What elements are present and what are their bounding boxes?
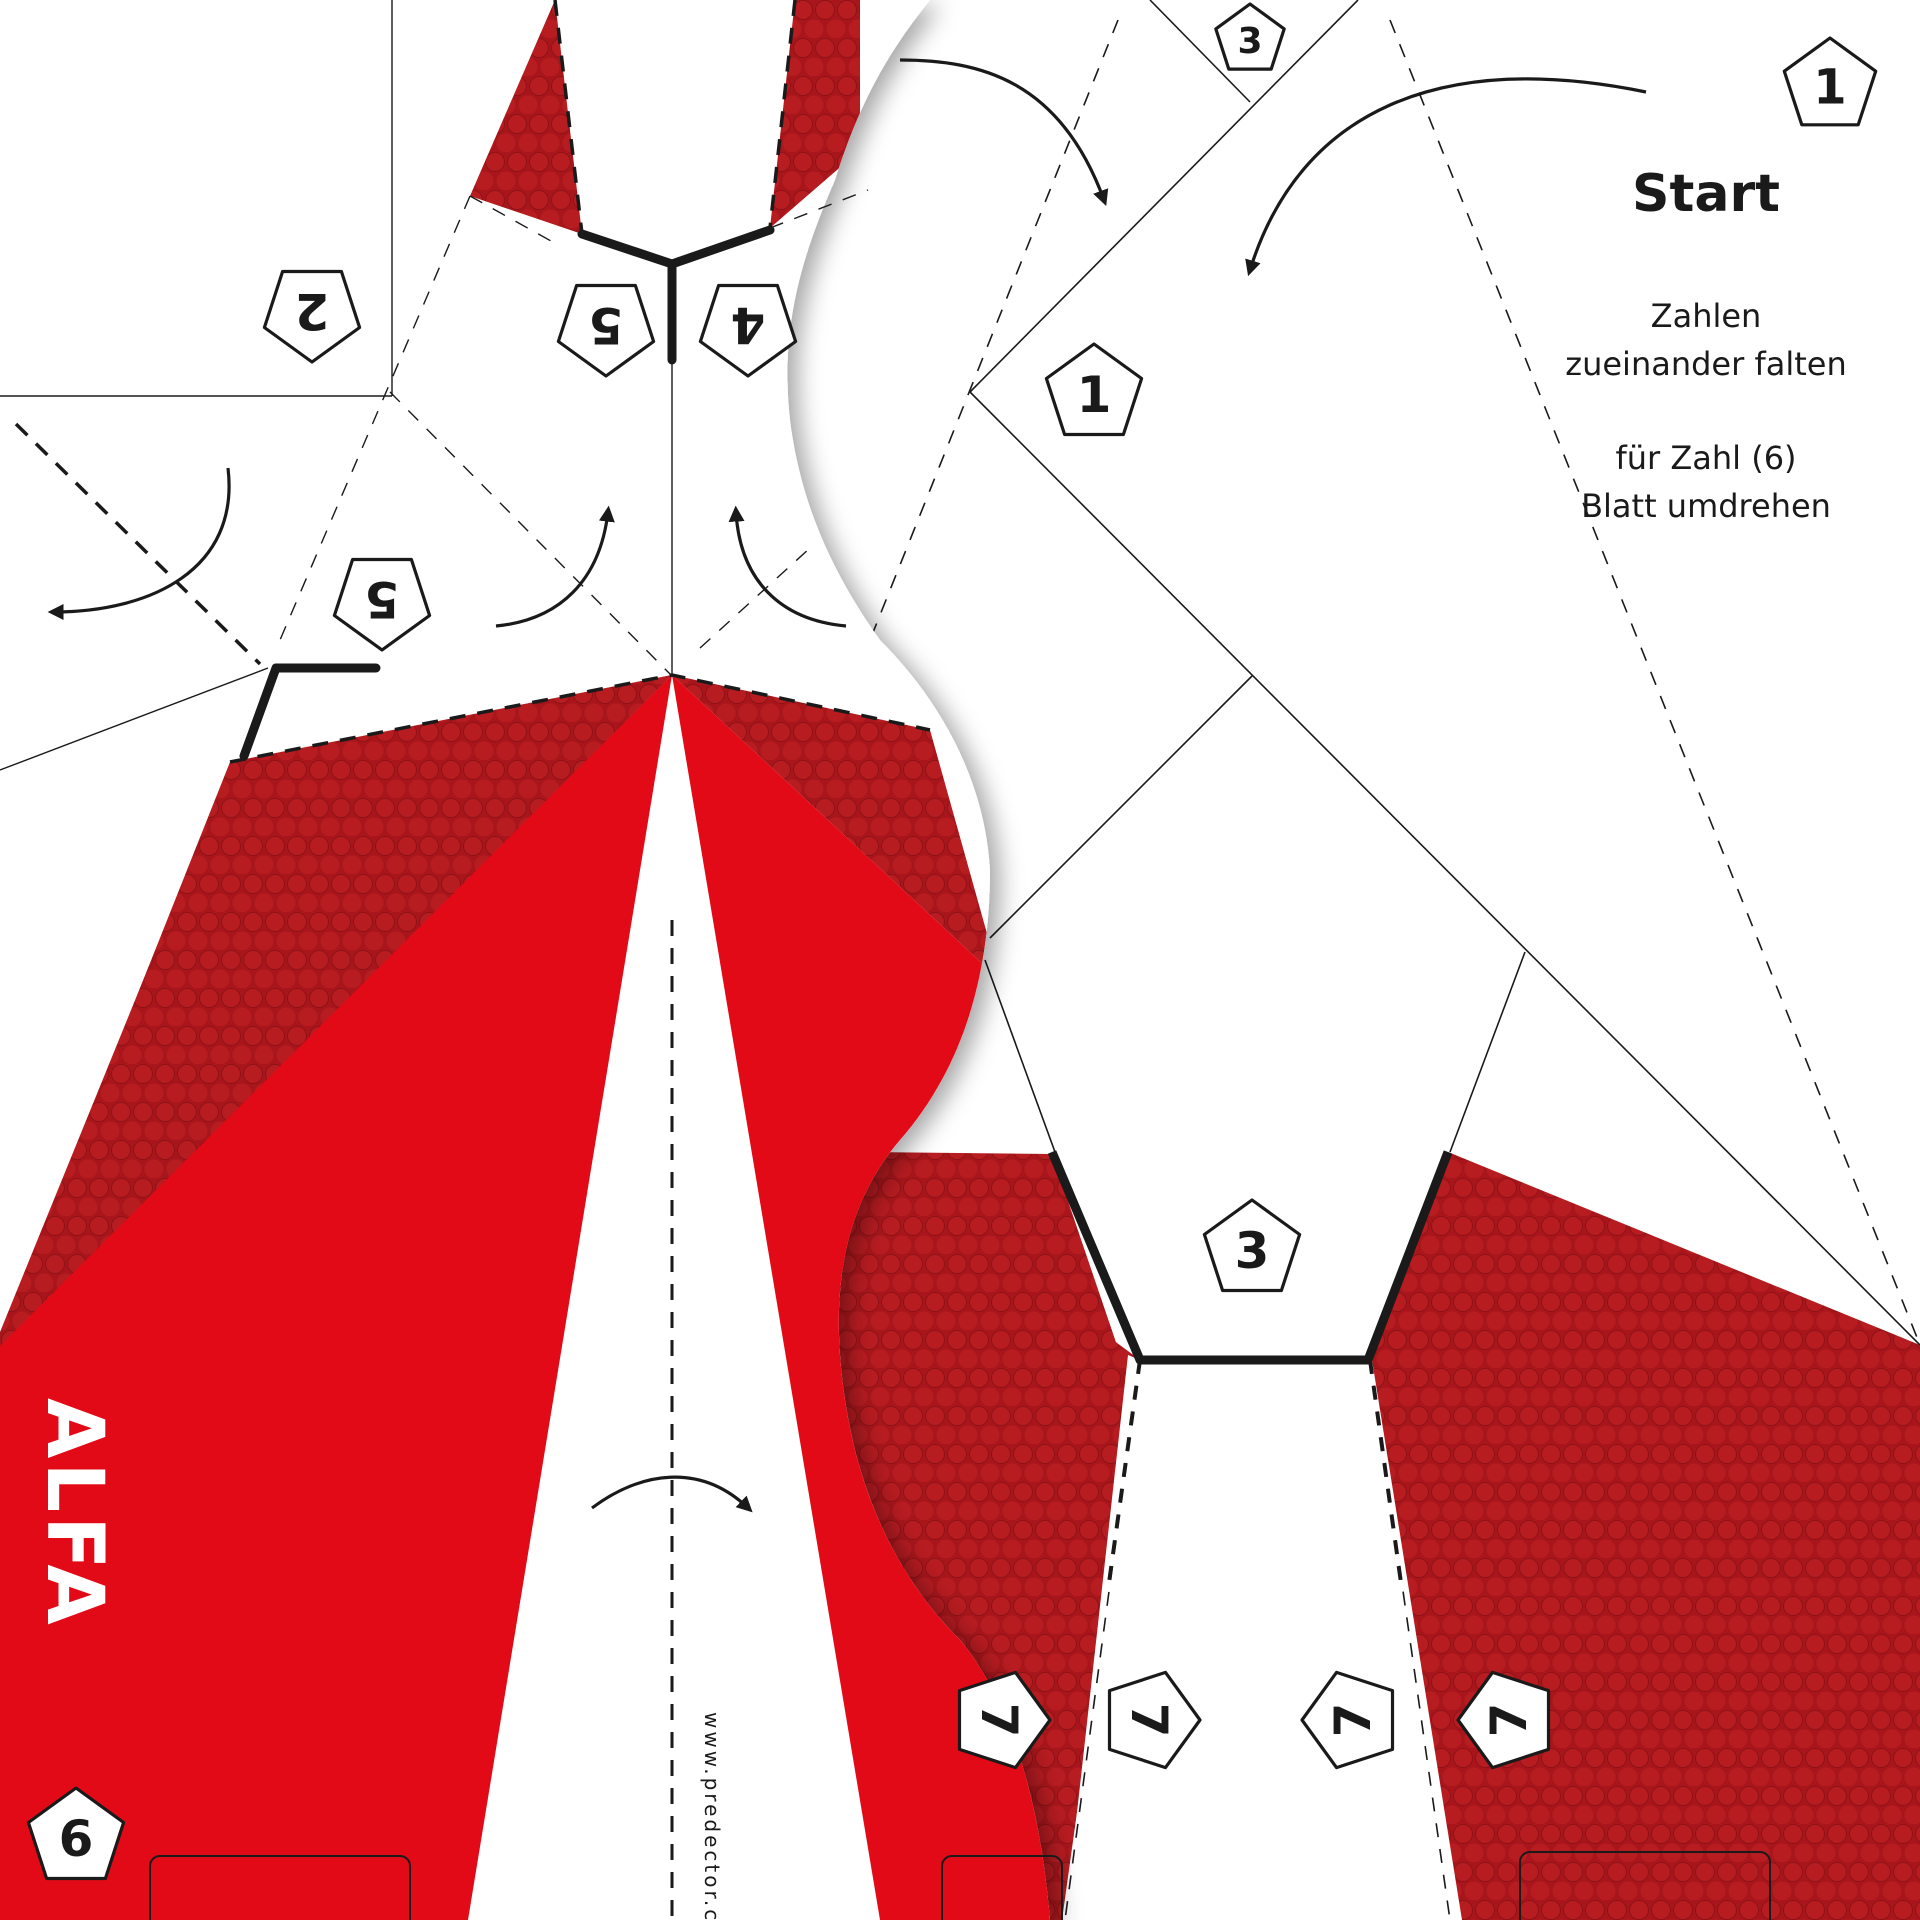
curved-arrow-icon (728, 505, 847, 628)
pentagon-shape (1107, 1670, 1202, 1770)
marker-number: 3 (1237, 21, 1262, 62)
body-bright-left (0, 675, 672, 1920)
marker-number: 3 (1235, 1222, 1270, 1280)
pentagon-shape (1214, 2, 1286, 71)
pentagon-shape (1456, 1670, 1551, 1770)
top-wing-left (470, 0, 582, 234)
pentagon-shape (262, 269, 362, 364)
pentagon-number-icon: 3 (1214, 2, 1286, 71)
instruction-line-1: Zahlen (1650, 297, 1762, 335)
label-box-mid (941, 1855, 1063, 1920)
instruction-line-3: für Zahl (6) (1615, 439, 1797, 477)
pentagon-shape (1300, 1670, 1395, 1770)
marker-number: 1 (1813, 59, 1846, 115)
folded-layer: ALFA www.predector.com (0, 0, 1063, 1920)
plane-name: ALFA (29, 1398, 119, 1629)
cut-edges-right (1047, 1150, 1453, 1365)
body-dark-fill (0, 762, 232, 1346)
pentagon-number-icon: 2 (262, 269, 362, 364)
pentagon-shape (26, 1786, 126, 1881)
pentagon-shape (1782, 36, 1878, 127)
fold-arrows (47, 58, 1647, 1513)
marker-number: 4 (731, 296, 766, 354)
solid-fold-lines (969, 0, 1920, 1346)
cut-edges-left (239, 225, 775, 761)
instruction-line-4: Blatt umdrehen (1581, 487, 1831, 525)
marker-number: 5 (365, 570, 400, 628)
left-dashed-fold-lines (279, 189, 869, 677)
curved-arrow-icon (591, 1475, 753, 1513)
pentagon-number-icon: 7 (957, 1670, 1052, 1770)
label-box-right (1519, 1851, 1771, 1920)
marker-number: 7 (1120, 1703, 1178, 1738)
pentagon-number-icon: 3 (1202, 1198, 1302, 1293)
dashed-fold-lines (869, 19, 1920, 1920)
pentagon-number-icon: 1 (1044, 342, 1144, 437)
top-wing-right (770, 0, 860, 228)
center-channel (1062, 1360, 1450, 1920)
start-title: Start (1632, 164, 1780, 224)
pentagon-number-icon: 4 (698, 283, 798, 378)
pentagon-number-icon: 1 (1782, 36, 1878, 127)
curved-arrow-icon (47, 467, 231, 620)
marker-number: 2 (295, 282, 330, 340)
pentagon-shape (332, 557, 432, 652)
fold-markers: 1 1 2 3 3 4 5 5 6 7 7 7 7 (26, 2, 1878, 1881)
right-panel (830, 0, 1920, 1920)
pentagon-number-icon: 7 (1107, 1670, 1202, 1770)
curved-arrow-icon (1245, 77, 1647, 277)
pentagon-shape (957, 1670, 1052, 1770)
instruction-line-2: zueinander falten (1565, 345, 1847, 383)
marker-number: 1 (1077, 366, 1112, 424)
marker-number: 7 (970, 1703, 1028, 1738)
pentagon-shape (1202, 1198, 1302, 1293)
pentagon-number-icon: 7 (1300, 1670, 1395, 1770)
right-wing-bottom-right (1372, 1152, 1920, 1920)
website-url: www.predector.com (700, 1712, 724, 1920)
pentagon-shape (1044, 342, 1144, 437)
marker-number: 7 (1324, 1703, 1382, 1738)
curved-arrow-icon (495, 505, 615, 628)
left-solid-fold-lines (0, 0, 673, 771)
pentagon-shape (556, 283, 656, 378)
pentagon-number-icon: 6 (26, 1786, 126, 1881)
pentagon-shape (698, 283, 798, 378)
label-box-left (149, 1855, 411, 1920)
pentagon-number-icon: 7 (1456, 1670, 1551, 1770)
pentagon-number-icon: 5 (556, 283, 656, 378)
instruction-flip-sheet: für Zahl (6) Blatt umdrehen (1506, 434, 1906, 530)
curved-arrow-icon (899, 58, 1109, 207)
marker-number: 5 (589, 296, 624, 354)
pentagon-number-icon: 5 (332, 557, 432, 652)
marker-number: 7 (1480, 1703, 1538, 1738)
left-heavy-dashed-lines (14, 0, 931, 1920)
instruction-fold-numbers: Zahlen zueinander falten (1506, 292, 1906, 388)
marker-number: 6 (59, 1810, 94, 1868)
